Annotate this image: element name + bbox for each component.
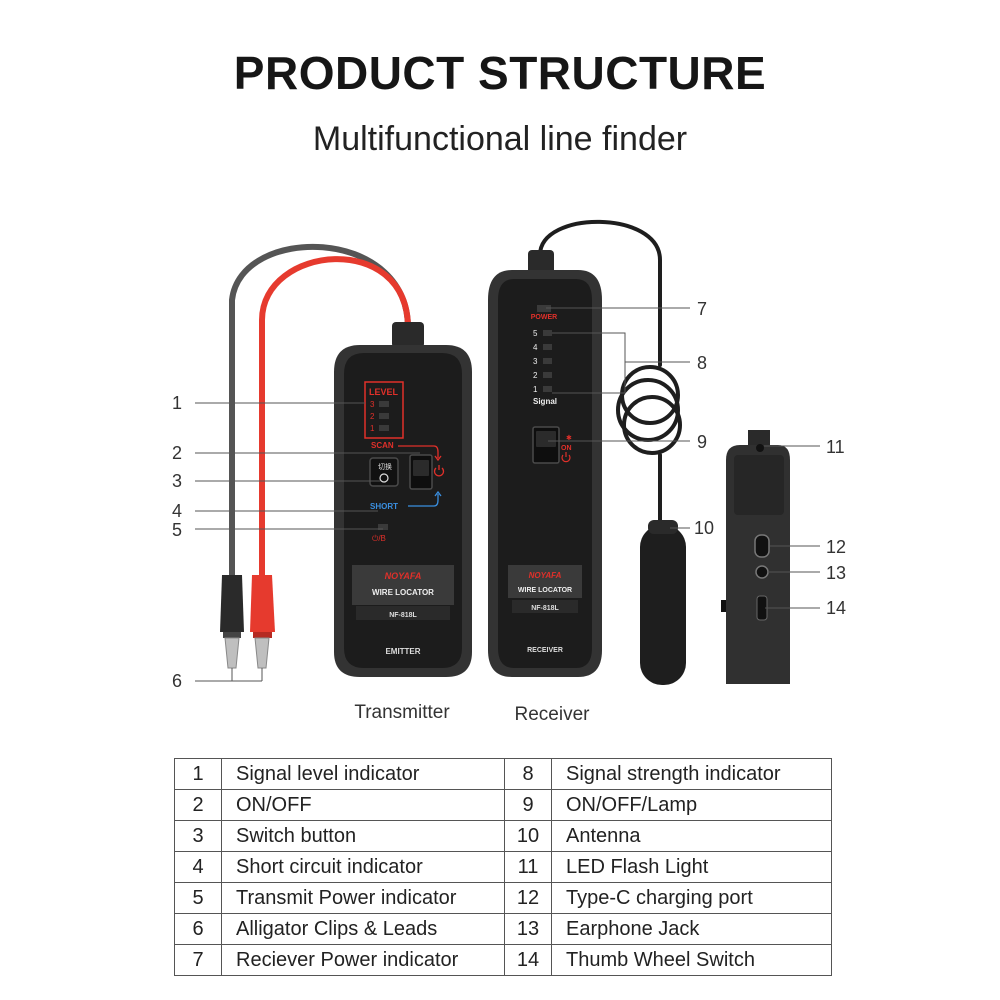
rx-mark-2: 2	[533, 371, 538, 380]
rx-model-label: NF-818L	[531, 605, 559, 612]
rx-brand-logo: NOYAFA	[529, 571, 562, 580]
part-number: 4	[174, 851, 222, 883]
part-name: Type-C charging port	[551, 882, 832, 914]
part-number: 1	[174, 758, 222, 790]
flashlight-icon	[756, 444, 764, 452]
earphone-jack[interactable]	[755, 565, 769, 579]
receiver-antenna-cable	[538, 219, 682, 527]
callout-8: 8	[697, 353, 707, 373]
level-mark-2: 2	[370, 412, 375, 421]
signal-label: Signal	[533, 397, 557, 406]
callout-5: 5	[172, 520, 182, 540]
part-name: ON/OFF/Lamp	[551, 789, 832, 821]
callout-4: 4	[172, 501, 182, 521]
part-name: Alligator Clips & Leads	[221, 913, 505, 945]
callout-1: 1	[172, 393, 182, 413]
part-number: 9	[504, 789, 552, 821]
callout-11: 11	[826, 437, 845, 457]
callout-10: 10	[694, 518, 714, 538]
page-subtitle: Multifunctional line finder	[312, 120, 688, 158]
part-name: LED Flash Light	[551, 851, 832, 883]
short-label: SHORT	[370, 502, 398, 511]
switch-button-label: 切换	[378, 462, 392, 471]
alligator-clip-black	[220, 575, 244, 669]
strain-relief	[392, 322, 424, 348]
emitter-label: EMITTER	[385, 647, 420, 656]
part-name: Thumb Wheel Switch	[551, 944, 832, 976]
on-label: ON	[561, 445, 572, 452]
part-name: Earphone Jack	[551, 913, 832, 945]
device-name: WIRE LOCATOR	[372, 588, 434, 597]
part-number: 13	[504, 913, 552, 945]
refresh-icon	[379, 473, 389, 483]
part-number: 2	[174, 789, 222, 821]
rx-mark-1: 1	[533, 385, 538, 394]
part-name: Signal strength indicator	[551, 758, 832, 790]
callout-7: 7	[697, 299, 707, 319]
receiver-strain-relief	[528, 250, 554, 276]
rx-mark-5: 5	[533, 329, 538, 338]
part-number: 14	[504, 944, 552, 976]
receiver-power-icon	[561, 452, 571, 463]
level-label: LEVEL	[369, 387, 399, 397]
receiver-caption: Receiver	[515, 704, 591, 725]
part-number: 8	[504, 758, 552, 790]
part-name: Switch button	[221, 820, 505, 852]
callout-14: 14	[826, 598, 846, 618]
brand-logo: NOYAFA	[385, 571, 422, 581]
lamp-icon: ✱	[566, 434, 572, 442]
rx-mark-4: 4	[533, 343, 538, 352]
level-mark-1: 1	[370, 424, 375, 433]
transmitter-device: LEVEL 3 2 1 SCAN 切换 SHORT ⏻/B NOYAFA WIR…	[334, 345, 472, 677]
part-name: Antenna	[551, 820, 832, 852]
callout-13: 13	[826, 563, 846, 583]
alligator-clip-red	[250, 575, 275, 669]
part-number: 6	[174, 913, 222, 945]
rx-mark-3: 3	[533, 357, 538, 366]
part-name: ON/OFF	[221, 789, 505, 821]
part-number: 11	[504, 851, 552, 883]
part-number: 3	[174, 820, 222, 852]
page-title: PRODUCT STRUCTURE	[233, 47, 767, 99]
antenna-probe	[640, 520, 686, 685]
scan-label: SCAN	[371, 441, 394, 450]
part-name: Transmit Power indicator	[221, 882, 505, 914]
power-icon-red	[433, 465, 445, 477]
transmitter-caption: Transmitter	[354, 702, 450, 723]
receiver-role-label: RECEIVER	[527, 647, 563, 654]
callout-6: 6	[172, 671, 182, 691]
part-number: 7	[174, 944, 222, 976]
receiver-side-view	[721, 430, 790, 684]
svg-text:⏻/B: ⏻/B	[372, 534, 386, 543]
part-name: Signal level indicator	[221, 758, 505, 790]
usb-c-port[interactable]	[754, 534, 770, 558]
alligator-leads	[229, 243, 411, 578]
level-mark-3: 3	[370, 400, 375, 409]
part-number: 12	[504, 882, 552, 914]
part-number: 5	[174, 882, 222, 914]
product-illustration: LEVEL 3 2 1 SCAN 切换 SHORT ⏻/B NOYAFA WIR…	[172, 219, 846, 725]
callout-2: 2	[172, 443, 182, 463]
receiver-device: POWER 5 4 3 2 1 Signal ✱ ON NOYAFA WIRE …	[488, 270, 602, 677]
model-label: NF-818L	[389, 612, 417, 619]
switch-button[interactable]	[369, 457, 399, 487]
part-name: Reciever Power indicator	[221, 944, 505, 976]
callout-lines	[195, 307, 820, 682]
callout-12: 12	[826, 537, 846, 557]
power-label: POWER	[531, 314, 557, 321]
rx-device-name: WIRE LOCATOR	[518, 587, 572, 594]
part-name: Short circuit indicator	[221, 851, 505, 883]
callout-3: 3	[172, 471, 182, 491]
callout-9: 9	[697, 432, 707, 452]
part-number: 10	[504, 820, 552, 852]
